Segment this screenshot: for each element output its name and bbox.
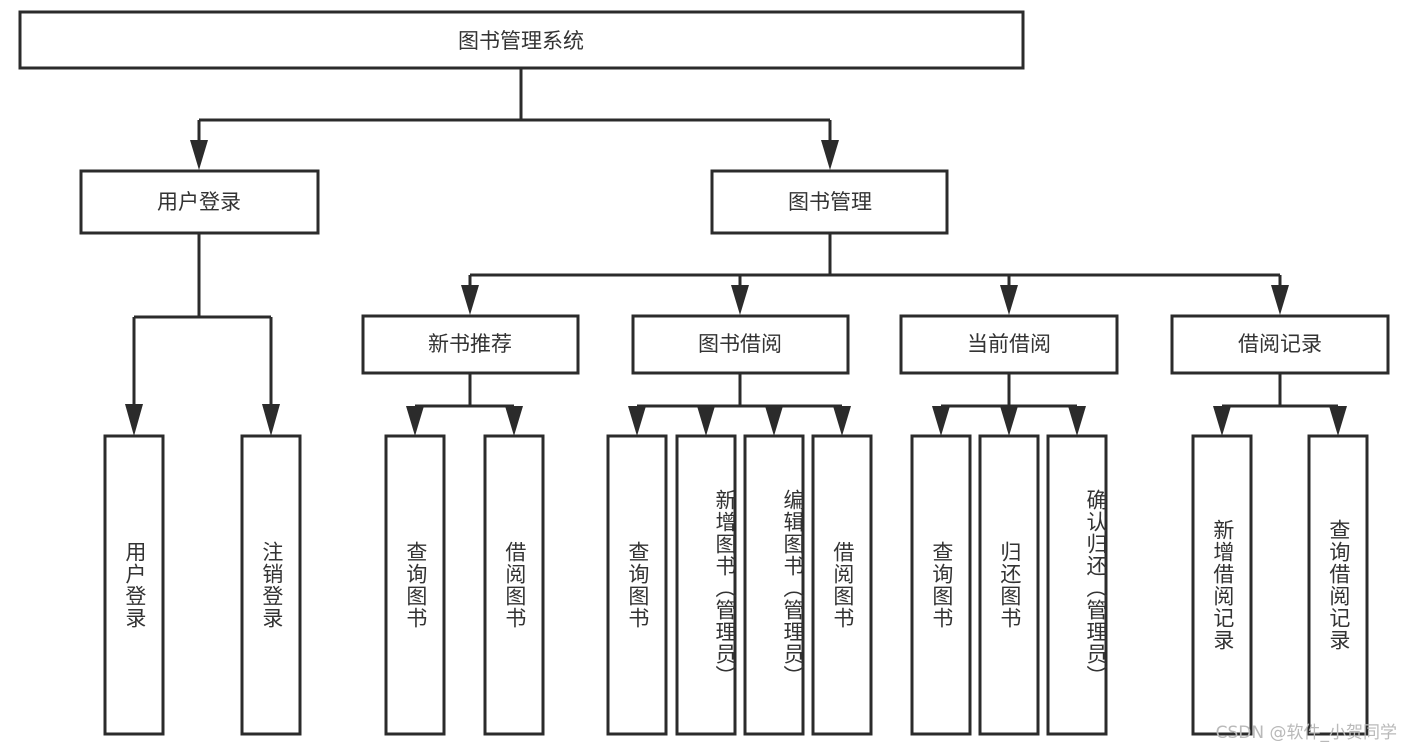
connector-group-user-login [125, 233, 280, 436]
node-box-leaf-nbr-borrow-book[interactable] [483, 434, 545, 736]
arrow-head-cb-leaf-1 [932, 406, 950, 436]
node-label-book-mgmt: 图书管理 [788, 190, 872, 214]
node-label-book-borrow: 图书借阅 [698, 332, 782, 356]
arrow-head-borrow-record [1271, 285, 1289, 315]
arrow-head-bb-leaf-1 [628, 406, 646, 436]
connector-group-root [190, 69, 839, 170]
node-box-leaf-br-add-record[interactable] [1191, 434, 1253, 736]
node-box-leaf-bb-query-book[interactable] [606, 434, 668, 736]
node-box-leaf-user-login[interactable] [103, 434, 165, 736]
node-box-book-mgmt[interactable] [710, 169, 949, 235]
node-box-current-borrow[interactable] [899, 314, 1119, 375]
arrow-head-new-book-recommend [461, 285, 479, 315]
arrow-head-cb-leaf-3 [1068, 406, 1086, 436]
arrow-head-current-borrow [1000, 285, 1018, 315]
node-box-leaf-bb-add-book[interactable] [675, 434, 737, 736]
arrow-head-user-login [190, 140, 208, 170]
node-box-leaf-nbr-query-book[interactable] [384, 434, 446, 736]
node-box-leaf-bb-borrow-book[interactable] [811, 434, 873, 736]
node-box-borrow-record[interactable] [1170, 314, 1390, 375]
node-label-current-borrow: 当前借阅 [967, 332, 1051, 356]
node-box-leaf-br-query-record[interactable] [1307, 434, 1369, 736]
node-box-new-book-recommend[interactable] [361, 314, 580, 375]
node-box-user-login[interactable] [79, 169, 320, 235]
arrow-head-cb-leaf-2 [1000, 406, 1018, 436]
node-label-borrow-record: 借阅记录 [1238, 332, 1322, 356]
arrow-head-book-mgmt [821, 140, 839, 170]
arrow-head-bb-leaf-3 [765, 406, 783, 436]
arrow-head-leaf-logout [262, 404, 280, 436]
arrow-head-nbr-leaf-1 [406, 406, 424, 436]
connector-group-current-borrow [932, 373, 1086, 436]
node-label-root: 图书管理系统 [458, 29, 584, 53]
arrow-head-nbr-leaf-2 [505, 406, 523, 436]
arrow-head-bb-leaf-2 [697, 406, 715, 436]
connector-group-book-borrow [628, 373, 851, 436]
node-box-leaf-bb-edit-book[interactable] [743, 434, 805, 736]
connector-group-new-book-recommend [406, 373, 523, 436]
arrow-head-br-leaf-1 [1213, 406, 1231, 436]
node-box-root[interactable] [18, 10, 1025, 70]
watermark-text: CSDN @软件_小贺同学 [1215, 723, 1397, 743]
node-label-user-login: 用户登录 [157, 190, 241, 214]
node-box-leaf-cb-query-book[interactable] [910, 434, 972, 736]
arrow-head-book-borrow [731, 285, 749, 315]
node-label-new-book-recommend: 新书推荐 [428, 332, 512, 356]
node-box-leaf-logout[interactable] [240, 434, 302, 736]
node-box-book-borrow[interactable] [631, 314, 850, 375]
arrow-head-br-leaf-2 [1329, 406, 1347, 436]
connector-group-book-mgmt [461, 233, 1289, 315]
arrow-head-bb-leaf-4 [833, 406, 851, 436]
connector-group-borrow-record [1213, 373, 1347, 436]
node-box-leaf-cb-return-book[interactable] [978, 434, 1040, 736]
node-box-leaf-cb-confirm-return[interactable] [1046, 434, 1108, 736]
arrow-head-leaf-user-login [125, 404, 143, 436]
